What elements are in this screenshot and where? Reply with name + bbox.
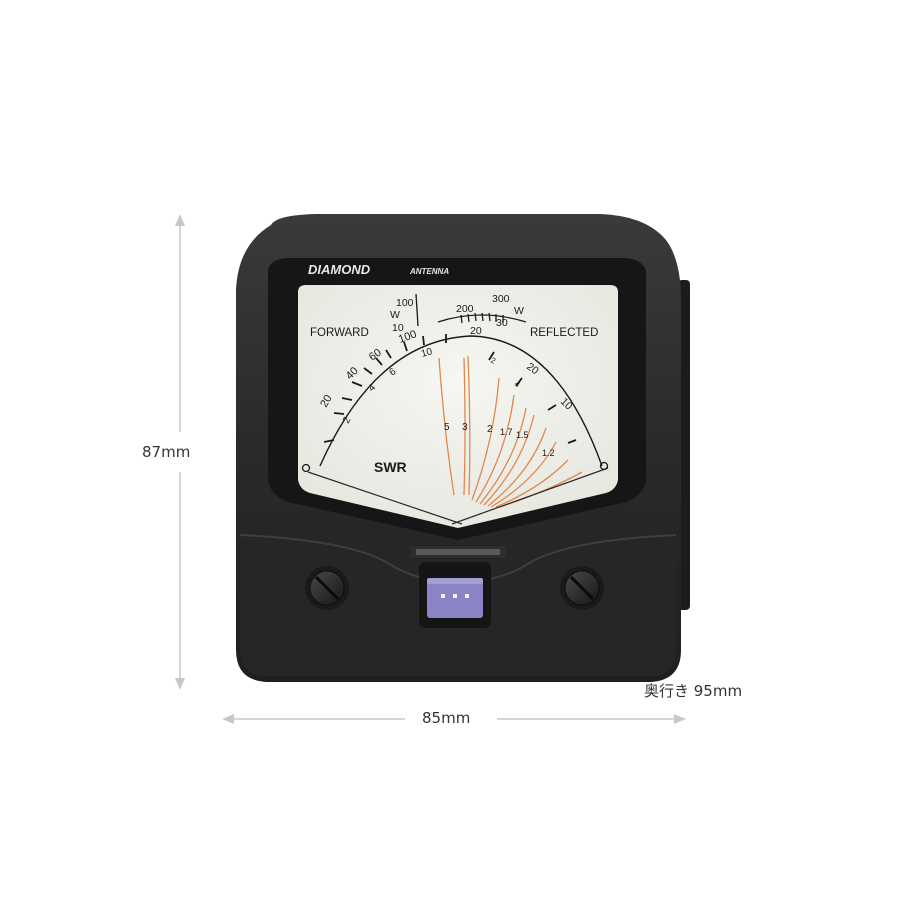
width-label: 85mm: [422, 709, 471, 727]
top-high-0: 200: [456, 303, 474, 315]
forward-scale: 20 40 60 100: [318, 328, 418, 409]
swr-value-1: 3: [462, 422, 468, 433]
reflected-ticks: [488, 351, 577, 444]
width-arrow-right-icon: [674, 714, 686, 724]
brand-sub: ANTENNA: [409, 267, 449, 276]
switch-label-marks: [416, 549, 500, 555]
swr-curves: [438, 355, 583, 508]
depth-label: 奥行き 95mm: [644, 682, 743, 700]
switch-highlight: [427, 578, 483, 584]
swr-label: SWR: [374, 459, 407, 475]
forward-ticks: [323, 334, 447, 443]
height-arrow-up-icon: [175, 214, 185, 226]
right-knob[interactable]: [560, 566, 604, 610]
width-arrow-left-icon: [222, 714, 234, 724]
switch-grip-icon: [441, 594, 469, 598]
left-knob[interactable]: [305, 566, 349, 610]
reflected-label: REFLECTED: [530, 327, 598, 339]
swr-value-5: 1.2: [542, 448, 555, 458]
fwd-low-2: 6: [387, 366, 398, 378]
top-low-max: 10: [392, 322, 404, 334]
top-watt-left-1: W: [390, 309, 400, 321]
top-high-max: 100: [396, 297, 414, 309]
swr-scale: 5 3 2 1.7 1.5 1.2: [444, 422, 555, 458]
top-low-0: 20: [470, 325, 482, 337]
swr-value-4: 1.5: [516, 430, 529, 440]
needles: [307, 467, 609, 525]
swr-value-0: 5: [444, 422, 450, 433]
fwd-high-2: 60: [367, 347, 384, 364]
top-watt-right: W: [514, 305, 524, 317]
top-scale-arc: [437, 314, 527, 323]
forward-zero-mark: [301, 463, 311, 473]
fwd-low-3: 10: [420, 346, 434, 360]
meter-face: [298, 285, 618, 528]
fwd-high-0: 20: [318, 393, 335, 410]
swr-value-3: 1.7: [500, 427, 513, 437]
height-label: 87mm: [142, 443, 191, 461]
fwd-high-3: 100: [397, 328, 418, 346]
top-scale: 100 W 10 200 300 W 20 30: [390, 293, 524, 337]
forward-label: FORWARD: [310, 327, 369, 339]
top-low-1: 30: [496, 317, 508, 329]
ref-low-0: 4: [513, 379, 522, 389]
height-arrow-down-icon: [175, 678, 185, 690]
ref-low-1: 2: [489, 356, 497, 366]
fwd-low-0: 2: [341, 415, 354, 426]
brand-name: DIAMOND: [308, 262, 371, 277]
swr-meter: DIAMOND ANTENNA FORWARD REFLECTED SWR: [236, 214, 690, 682]
top-high-1: 300: [492, 293, 510, 305]
swr-value-2: 2: [487, 424, 493, 435]
top-scale-ticks: [415, 293, 504, 327]
main-scale-arc: [319, 335, 603, 467]
reflected-zero-mark: [599, 461, 609, 471]
